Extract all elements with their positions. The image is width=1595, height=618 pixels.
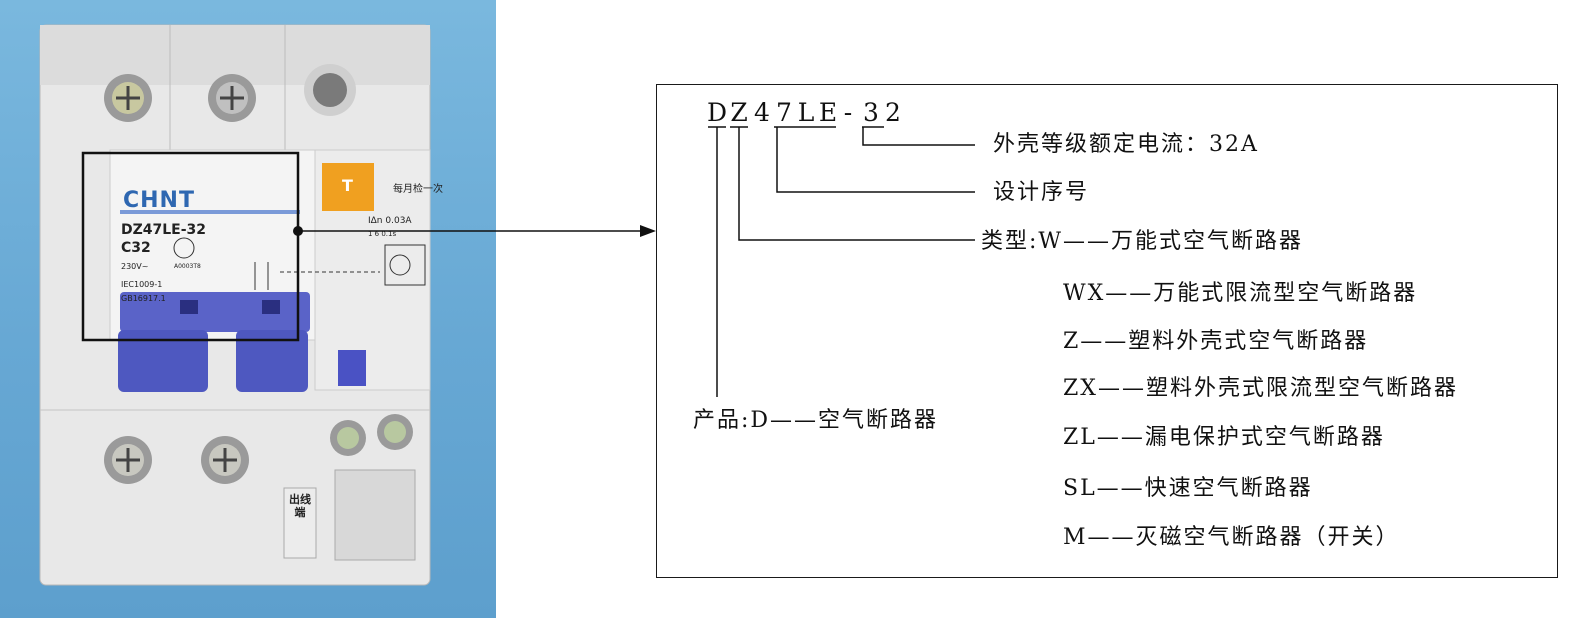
status-indicator bbox=[338, 350, 366, 386]
photo-sensitivity-values: 1 6 0.1s bbox=[368, 230, 397, 238]
test-button bbox=[322, 163, 374, 211]
type-item-zl: ZL——漏电保护式空气断路器 bbox=[1063, 425, 1385, 450]
product-label: 产品:D——空气断路器 bbox=[693, 408, 939, 433]
outlet-label: 出线端 bbox=[289, 493, 311, 519]
type-item-sl: SL——快速空气断路器 bbox=[1063, 476, 1313, 501]
ccc-mark bbox=[173, 237, 195, 259]
photo-rating-text: C32 bbox=[121, 240, 151, 256]
code-char-z: Z bbox=[730, 98, 748, 127]
callout-box bbox=[81, 151, 300, 342]
code-char-dash: - bbox=[843, 98, 853, 127]
type-item-zx: ZX——塑料外壳式限流型空气断路器 bbox=[1063, 376, 1458, 401]
photo-cert-code: A0003T8 bbox=[174, 263, 201, 270]
type-item-wx: WX——万能式限流型空气断路器 bbox=[1063, 281, 1418, 306]
photo-voltage-text: 230V~ bbox=[121, 262, 149, 271]
code-char-d: D bbox=[706, 98, 728, 127]
code-char-2: 2 bbox=[885, 98, 901, 127]
photo-standard-1: IEC1009-1 bbox=[121, 280, 163, 289]
bottom-screw-1 bbox=[104, 436, 152, 484]
breaker-photo: CHNT DZ47LE-32 C32 230V~ IEC1009-1 GB169… bbox=[0, 0, 496, 618]
top-screw-2 bbox=[208, 74, 256, 122]
type-heading-label: 类型:W——万能式空气断路器 bbox=[981, 229, 1304, 254]
test-note-text: 每月检一次 bbox=[393, 184, 443, 195]
design-number-label: 设计序号 bbox=[993, 180, 1090, 205]
type-item-z: Z——塑料外壳式空气断路器 bbox=[1063, 329, 1369, 354]
code-char-l: L bbox=[797, 98, 815, 127]
test-button-letter: T bbox=[342, 176, 353, 195]
code-char-7: 7 bbox=[776, 98, 792, 127]
code-char-4: 4 bbox=[754, 98, 770, 127]
top-screw-1 bbox=[104, 74, 152, 122]
circuit-breaker-illustration bbox=[39, 24, 431, 586]
circuit-symbol bbox=[254, 244, 426, 290]
brand-logo: CHNT bbox=[123, 188, 195, 213]
bottom-screw-3 bbox=[330, 420, 366, 456]
code-char-3: 3 bbox=[863, 98, 879, 127]
code-explanation-panel: D Z 4 7 L E - 3 2 外壳等级额定电流：32A 设计序号 类型:W… bbox=[656, 84, 1558, 578]
photo-sensitivity: IΔn 0.03A bbox=[368, 216, 412, 226]
outlet-tag bbox=[283, 487, 317, 559]
code-char-e: E bbox=[818, 98, 838, 127]
code-tree-lines bbox=[708, 126, 975, 397]
type-item-m: M——灭磁空气断路器（开关） bbox=[1063, 525, 1400, 550]
photo-model-text: DZ47LE-32 bbox=[121, 222, 207, 238]
bottom-screw-4 bbox=[377, 414, 413, 450]
top-hole bbox=[304, 64, 356, 116]
blue-handle bbox=[118, 292, 310, 392]
rated-current-label: 外壳等级额定电流：32A bbox=[993, 132, 1259, 157]
bottom-screw-2 bbox=[201, 436, 249, 484]
arrow-head-icon bbox=[640, 225, 656, 237]
photo-standard-2: GB16917.1 bbox=[121, 294, 166, 303]
